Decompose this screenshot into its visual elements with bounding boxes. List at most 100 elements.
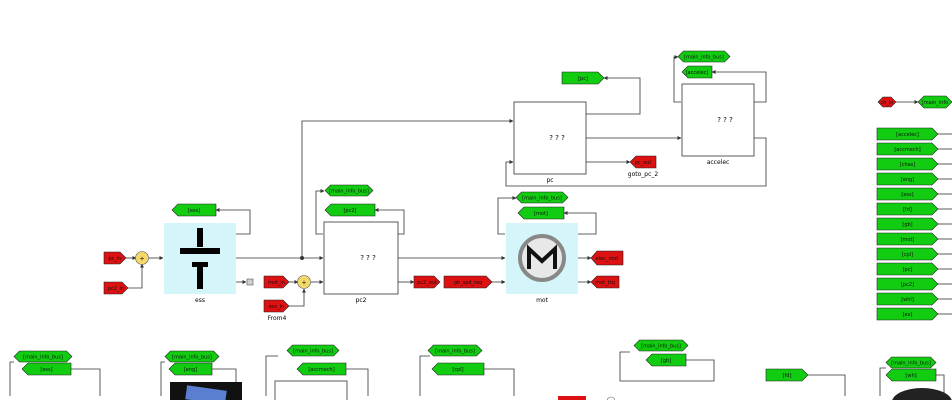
from-tag-pc2-in1-label: mot_in [268, 280, 285, 286]
goto-tag-accelec[interactable]: [accelec] [681, 65, 713, 79]
from-tag-pc2-out[interactable]: pc2_out [413, 275, 441, 289]
from-tag-bus-12-label: [ex] [903, 312, 913, 318]
goto-tag-main-info-bus-b5[interactable]: [main_info_bus] [633, 339, 689, 352]
goto-tag-main-info-bus-b3[interactable]: [main_info_bus] [286, 344, 340, 357]
goto-tag-mot-trq[interactable]: mot_trq [590, 275, 620, 289]
from-tag-bus-10[interactable]: [pc2] [876, 277, 939, 291]
from-tag-bus-2-label: [chas] [900, 162, 916, 168]
from-tag-pc2-out-label: pc2_out [417, 280, 437, 286]
goto-pc-2-label: goto_pc_2 [628, 171, 659, 178]
goto-tag-main-info-right[interactable]: [main_info [917, 95, 952, 109]
from-tag-ess-in1-label: pc_in [109, 256, 122, 262]
goto-tag-main-info-bus-b2[interactable]: [main_info_bus] [164, 350, 220, 363]
pc2-block-label: pc2 [356, 297, 367, 304]
goto-tag-wh[interactable]: [wh] [885, 368, 937, 382]
from-tag-ess-in2[interactable]: pc2_in [103, 281, 129, 295]
from-tag-gb-spd-req-label: gb_spd_req [454, 280, 483, 286]
from-tag-bus-5-label: [fd] [903, 207, 912, 213]
goto-tag-ess-bottom-label: [ess] [40, 367, 52, 373]
goto-tag-pc2[interactable]: [pc2] [324, 203, 376, 217]
bottom-red-tag-partial[interactable] [558, 396, 586, 400]
goto-tag-gb-label: [gb] [661, 358, 671, 364]
goto-tag-main-info-bus-b6[interactable]: [main_info_bus] [885, 356, 937, 369]
goto-tag-main-info-bus-b2-label: [main_info_bus] [172, 355, 212, 361]
from-tag-bus-11-label: [whl] [901, 297, 914, 303]
goto-tag-elec-mot[interactable]: elec_mot [590, 250, 624, 266]
goto-tag-main-info-bus-b4-label: [main_info_bus] [435, 349, 475, 355]
from-tag-ch-in-label: ch_in [881, 100, 894, 106]
bottom-whl-block[interactable] [892, 388, 952, 400]
goto-tag-pc-label: [pc] [578, 76, 588, 82]
from-tag-bus-0-label: [accelec] [896, 132, 919, 138]
from-tag-bus-3[interactable]: [eng] [876, 172, 939, 186]
from-tag-ch-in[interactable]: ch_in [877, 96, 897, 108]
goto-tag-main-info-bus-b1-label: [main_info_bus] [23, 355, 63, 361]
from-tag-bus-5[interactable]: [fd] [876, 202, 939, 216]
goto-tag-main-info-bus-mot-label: [main_info_bus] [522, 196, 562, 202]
goto-tag-gb[interactable]: [gb] [645, 353, 687, 367]
mot-block[interactable]: mot [506, 223, 578, 304]
goto-tag-main-info-bus-mot[interactable]: [main_info_bus] [515, 191, 569, 204]
from-tag-bus-4-label: [ess] [901, 192, 913, 198]
pc-block[interactable]: ? ? ? pc [513, 101, 587, 184]
pc-block-label: pc [546, 177, 553, 184]
goto-tag-main-info-bus-b1[interactable]: [main_info_bus] [13, 350, 73, 363]
goto-tag-main-info-bus-accelec[interactable]: [main_info_bus] [677, 50, 731, 63]
goto-tag-main-info-bus-accelec-label: [main_info_bus] [684, 55, 724, 61]
pc2-block[interactable]: ? ? ? pc2 [323, 221, 399, 304]
from-tag-bus-6[interactable]: [gb] [876, 217, 939, 231]
from-tag-ess-in1[interactable]: pc_in [103, 251, 127, 265]
from-tag-bus-8[interactable]: [cpl] [876, 247, 939, 261]
goto-tag-main-info-bus-pc2-label: [main_info_bus] [329, 189, 369, 195]
from-tag-bus-12[interactable]: [ex] [876, 307, 939, 321]
goto-tag-fd-label: [fd] [783, 373, 792, 379]
accelec-block[interactable]: ? ? ? accelec [681, 83, 755, 166]
from-tag-bus-9[interactable]: [pc] [876, 262, 939, 276]
goto-tag-cpl[interactable]: [cpl] [431, 362, 485, 376]
goto-tag-pc[interactable]: [pc] [561, 71, 605, 85]
motor-icon [518, 234, 566, 282]
goto-tag-main-info-bus-b6-label: [main_info_bus] [891, 361, 931, 367]
goto-tag-pc-out[interactable]: pc_out [629, 155, 657, 169]
from-tag-bus-8-label: [cpl] [902, 252, 913, 258]
accelec-block-label: accelec [707, 159, 730, 166]
goto-tag-main-info-bus-b4[interactable]: [main_info_bus] [427, 344, 483, 357]
goto-tag-fd[interactable]: [fd] [765, 368, 809, 382]
goto-tag-main-info-bus-b5-label: [main_info_bus] [641, 344, 681, 350]
accelec-block-content: ? ? ? [717, 116, 733, 124]
goto-tag-pc-out-label: pc_out [635, 160, 652, 166]
ess-block-label: ess [195, 297, 205, 304]
from-tag-pc2-in2-label: ess_in [269, 304, 284, 310]
goto-tag-main-info-bus-pc2[interactable]: [main_info_bus] [324, 184, 374, 197]
from-tag-bus-1-label: [accmech] [894, 147, 920, 153]
from-tag-bus-1[interactable]: [accmech] [876, 142, 939, 156]
goto-tag-eng[interactable]: [eng] [168, 362, 213, 376]
mot-block-label: mot [536, 297, 549, 304]
battery-icon [180, 228, 220, 289]
goto-tag-pc2-label: [pc2] [343, 208, 356, 214]
pc-block-content: ? ? ? [549, 134, 565, 142]
from-tag-pc2-in1[interactable]: mot_in [263, 275, 290, 289]
from-tag-gb-spd-req[interactable]: gb_spd_req [443, 275, 493, 289]
sum-node-ess[interactable]: + [135, 251, 149, 265]
goto-tag-ess[interactable]: [ess] [171, 203, 217, 217]
from-tag-bus-2[interactable]: [chas] [876, 157, 939, 171]
ess-block[interactable]: ess [164, 223, 236, 304]
goto-tag-ess-bottom[interactable]: [ess] [21, 362, 72, 376]
from-tag-bus-11[interactable]: [whl] [876, 292, 939, 306]
from-tag-bus-4[interactable]: [ess] [876, 187, 939, 201]
goto-tag-accmech[interactable]: [accmech] [296, 362, 347, 376]
from-tag-bus-0[interactable]: [accelec] [876, 127, 939, 141]
sum-node-pc2[interactable]: + [297, 275, 311, 289]
ess-terminator[interactable] [246, 278, 254, 286]
bottom-sum-partial[interactable] [606, 396, 616, 400]
pc2-block-content: ? ? ? [360, 254, 376, 262]
goto-tag-eng-label: [eng] [184, 367, 197, 373]
goto-tag-main-info-bus-b3-label: [main_info_bus] [293, 349, 333, 355]
goto-tag-wh-label: [wh] [905, 373, 916, 379]
goto-tag-mot[interactable]: [mot] [517, 206, 565, 220]
from-tag-pc2-in2[interactable]: ess_in [263, 299, 290, 313]
bottom-accmech-block[interactable] [274, 380, 348, 400]
from-tag-bus-7[interactable]: [mot] [876, 232, 939, 246]
